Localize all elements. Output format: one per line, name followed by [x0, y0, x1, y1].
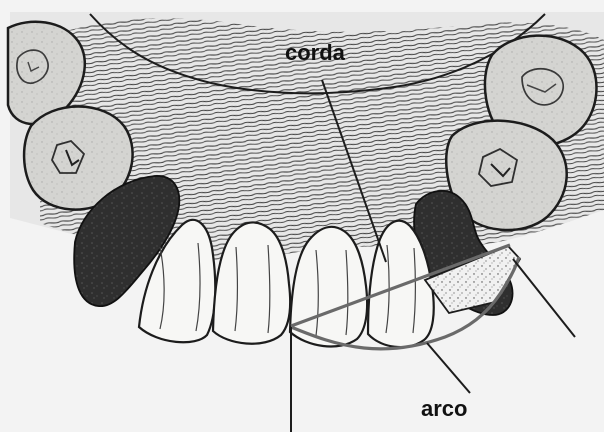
corda-label: corda	[285, 40, 346, 65]
arco-label: arco	[421, 396, 467, 421]
